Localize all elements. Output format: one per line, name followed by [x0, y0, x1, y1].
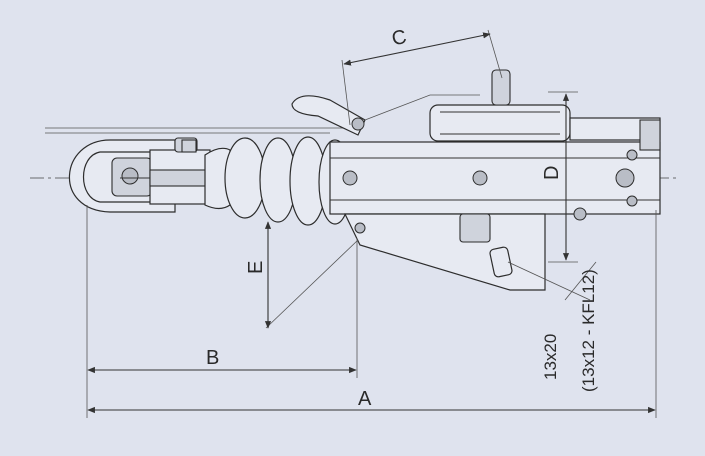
lower-bracket: [344, 207, 587, 291]
bolt-spec-primary: 13x20: [541, 334, 560, 380]
dim-a-label: A: [358, 388, 372, 410]
bolt-spec-alternate: (13x12 - KFL12): [579, 269, 598, 392]
bolt-spec-leader: [507, 261, 591, 301]
dim-c-extension-left: [341, 59, 351, 126]
dim-c-line: [343, 32, 491, 66]
damper-cylinder: [429, 69, 661, 151]
dim-b-label: B: [206, 347, 219, 369]
brake-lever: [291, 94, 480, 136]
dim-e-label: E: [245, 261, 267, 274]
bellows: [204, 136, 352, 226]
dim-c-label: C: [390, 26, 409, 51]
dim-e-extension: [265, 239, 359, 329]
coupling-head: [68, 137, 270, 213]
dim-d-label: D: [541, 166, 563, 180]
drawbar-housing: [329, 141, 661, 215]
bolt-spec-leader-2: [564, 261, 597, 301]
grease-nipple: [181, 139, 197, 153]
